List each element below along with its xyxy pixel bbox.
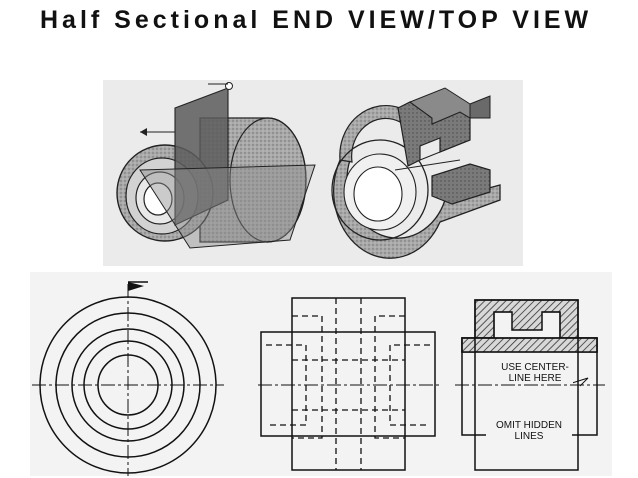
omit-hidden-line1: OMIT HIDDEN <box>496 420 562 431</box>
use-centerline-line1: USE CENTER- <box>501 362 569 373</box>
omit-hidden-line2: LINES <box>514 431 544 442</box>
use-centerline-line2: LINE HERE <box>508 373 562 384</box>
omit-hidden-lines-note: OMIT HIDDEN LINES <box>486 420 572 442</box>
end-view <box>32 281 224 476</box>
front-view-hidden-lines <box>258 297 440 471</box>
page-title: Half Sectional END VIEW/TOP VIEW <box>40 6 593 34</box>
half-section-view <box>455 299 605 471</box>
pictorial-cylinder-with-cutting-plane <box>116 82 316 249</box>
pictorial-cutaway <box>331 87 501 259</box>
use-centerline-note: USE CENTER- LINE HERE <box>497 362 573 384</box>
